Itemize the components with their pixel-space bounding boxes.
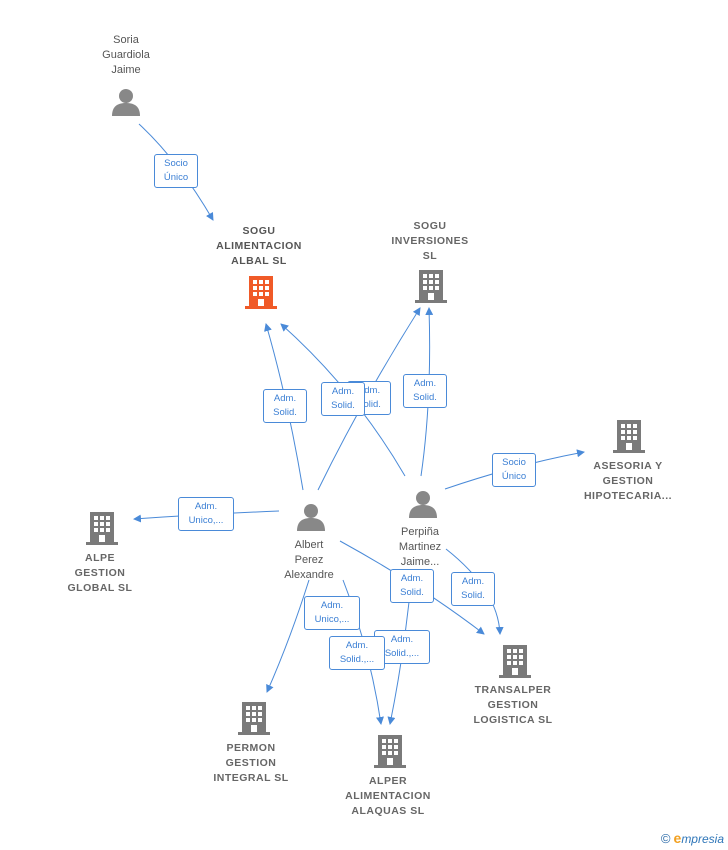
edge-label[interactable]: Adm. Solid. (403, 374, 447, 408)
edge-label[interactable]: Adm. Solid.,... (329, 636, 385, 670)
edge-label[interactable]: Adm. Solid. (390, 569, 434, 603)
person-icon[interactable] (111, 87, 141, 117)
edges (133, 123, 585, 725)
company-label-permon[interactable]: PERMON GESTION INTEGRAL SL (213, 742, 289, 784)
relationship-arrow (266, 579, 310, 693)
person-label-perpina[interactable]: Perpiña Martinez Jaime... (398, 526, 442, 568)
person-label-soria[interactable]: Soria Guardiola Jaime (102, 34, 150, 76)
edge-label[interactable]: Adm. Solid. (263, 389, 307, 423)
company-label-sogu-alimentacion[interactable]: SOGU ALIMENTACION ALBAL SL (216, 225, 302, 267)
edge-label[interactable]: Adm. Unico,... (304, 596, 360, 630)
edge-label[interactable]: Socio Único (492, 453, 536, 487)
brand-name: mpresia (681, 832, 724, 846)
copyright-symbol: © (660, 831, 671, 846)
edge-label[interactable]: Socio Único (154, 154, 198, 188)
edge-label[interactable]: Adm. Solid. (321, 382, 365, 416)
company-label-asesoria[interactable]: ASESORIA Y GESTION HIPOTECARIA... (583, 460, 673, 502)
company-label-alper[interactable]: ALPER ALIMENTACION ALAQUAS SL (345, 775, 431, 817)
building-icon[interactable] (244, 274, 278, 310)
footer-brand: ©empresia (661, 830, 724, 846)
company-label-sogu-inversiones[interactable]: SOGU INVERSIONES SL (391, 220, 469, 262)
building-icon[interactable] (237, 700, 271, 736)
building-icon[interactable] (612, 418, 646, 454)
edge-label[interactable]: Adm. Solid. (451, 572, 495, 606)
person-icon[interactable] (408, 489, 438, 519)
edge-label[interactable]: Adm. Solid.,... (374, 630, 430, 664)
building-icon[interactable] (373, 733, 407, 769)
brand-logo-e: e (673, 830, 682, 846)
company-label-transalper[interactable]: TRANSALPER GESTION LOGISTICA SL (473, 684, 553, 726)
person-label-albert[interactable]: Albert Perez Alexandre (284, 539, 334, 581)
person-icon[interactable] (296, 502, 326, 532)
building-icon[interactable] (498, 643, 532, 679)
building-icon[interactable] (85, 510, 119, 546)
company-label-alpe[interactable]: ALPE GESTION GLOBAL SL (67, 552, 133, 594)
building-icon[interactable] (414, 268, 448, 304)
edge-label[interactable]: Adm. Unico,... (178, 497, 234, 531)
